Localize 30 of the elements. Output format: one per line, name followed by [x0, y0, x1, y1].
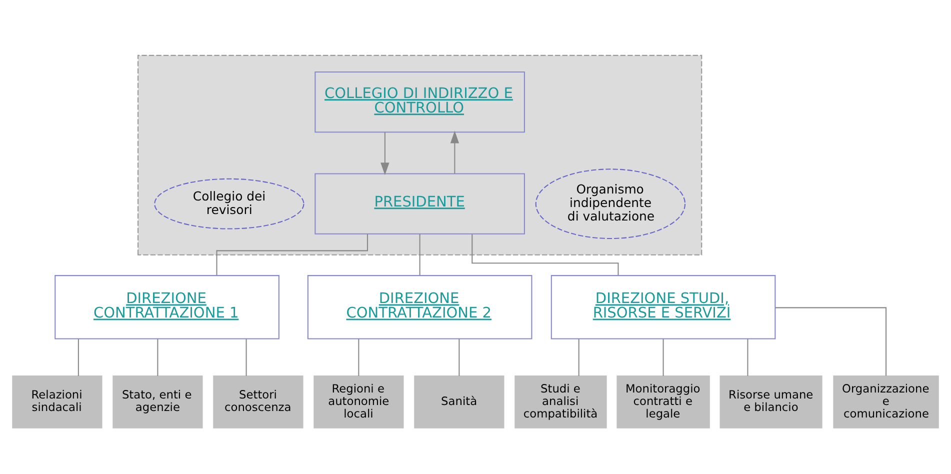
node-box: DIREZIONE CONTRATTAZIONE 1 — [54, 274, 280, 339]
node-box: Risorse umane e bilancio — [720, 375, 822, 428]
node-box: Relazioni sindacali — [12, 375, 102, 428]
node-box: Stato, enti e agenzie — [112, 375, 203, 428]
node-box: Studi e analisi compatibilità — [514, 375, 607, 428]
node-box: PRESIDENTE — [314, 172, 525, 234]
connector — [458, 338, 460, 376]
connector — [747, 338, 748, 376]
node-ellipse: Collegio dei revisori — [154, 178, 304, 229]
node-box: Monitoraggio contratti e legale — [616, 375, 710, 428]
node-box: DIREZIONE CONTRATTAZIONE 2 — [307, 274, 532, 339]
connector — [578, 338, 580, 376]
arrow — [380, 132, 390, 175]
connector — [358, 338, 360, 376]
node-box: COLLEGIO DI INDIRIZZO E CONTROLLO — [314, 71, 525, 132]
node-box: DIREZIONE STUDI, RISORSE E SERVIZI — [550, 274, 776, 339]
connector — [662, 338, 664, 376]
connector — [78, 338, 79, 376]
node-box: Settori conoscenza — [213, 375, 304, 428]
node-box: Organizzazione e comunicazione — [833, 375, 939, 428]
connector — [419, 234, 420, 275]
node-ellipse: Organismo indipendente di valutazione — [535, 168, 686, 239]
cluster — [138, 54, 702, 255]
connector — [775, 306, 887, 376]
connector — [157, 338, 158, 376]
node-box: Regioni e autonomie locali — [314, 375, 404, 428]
connector — [216, 234, 368, 275]
node-box: Sanità — [414, 375, 504, 428]
arrow — [450, 130, 460, 174]
connector — [246, 338, 247, 376]
